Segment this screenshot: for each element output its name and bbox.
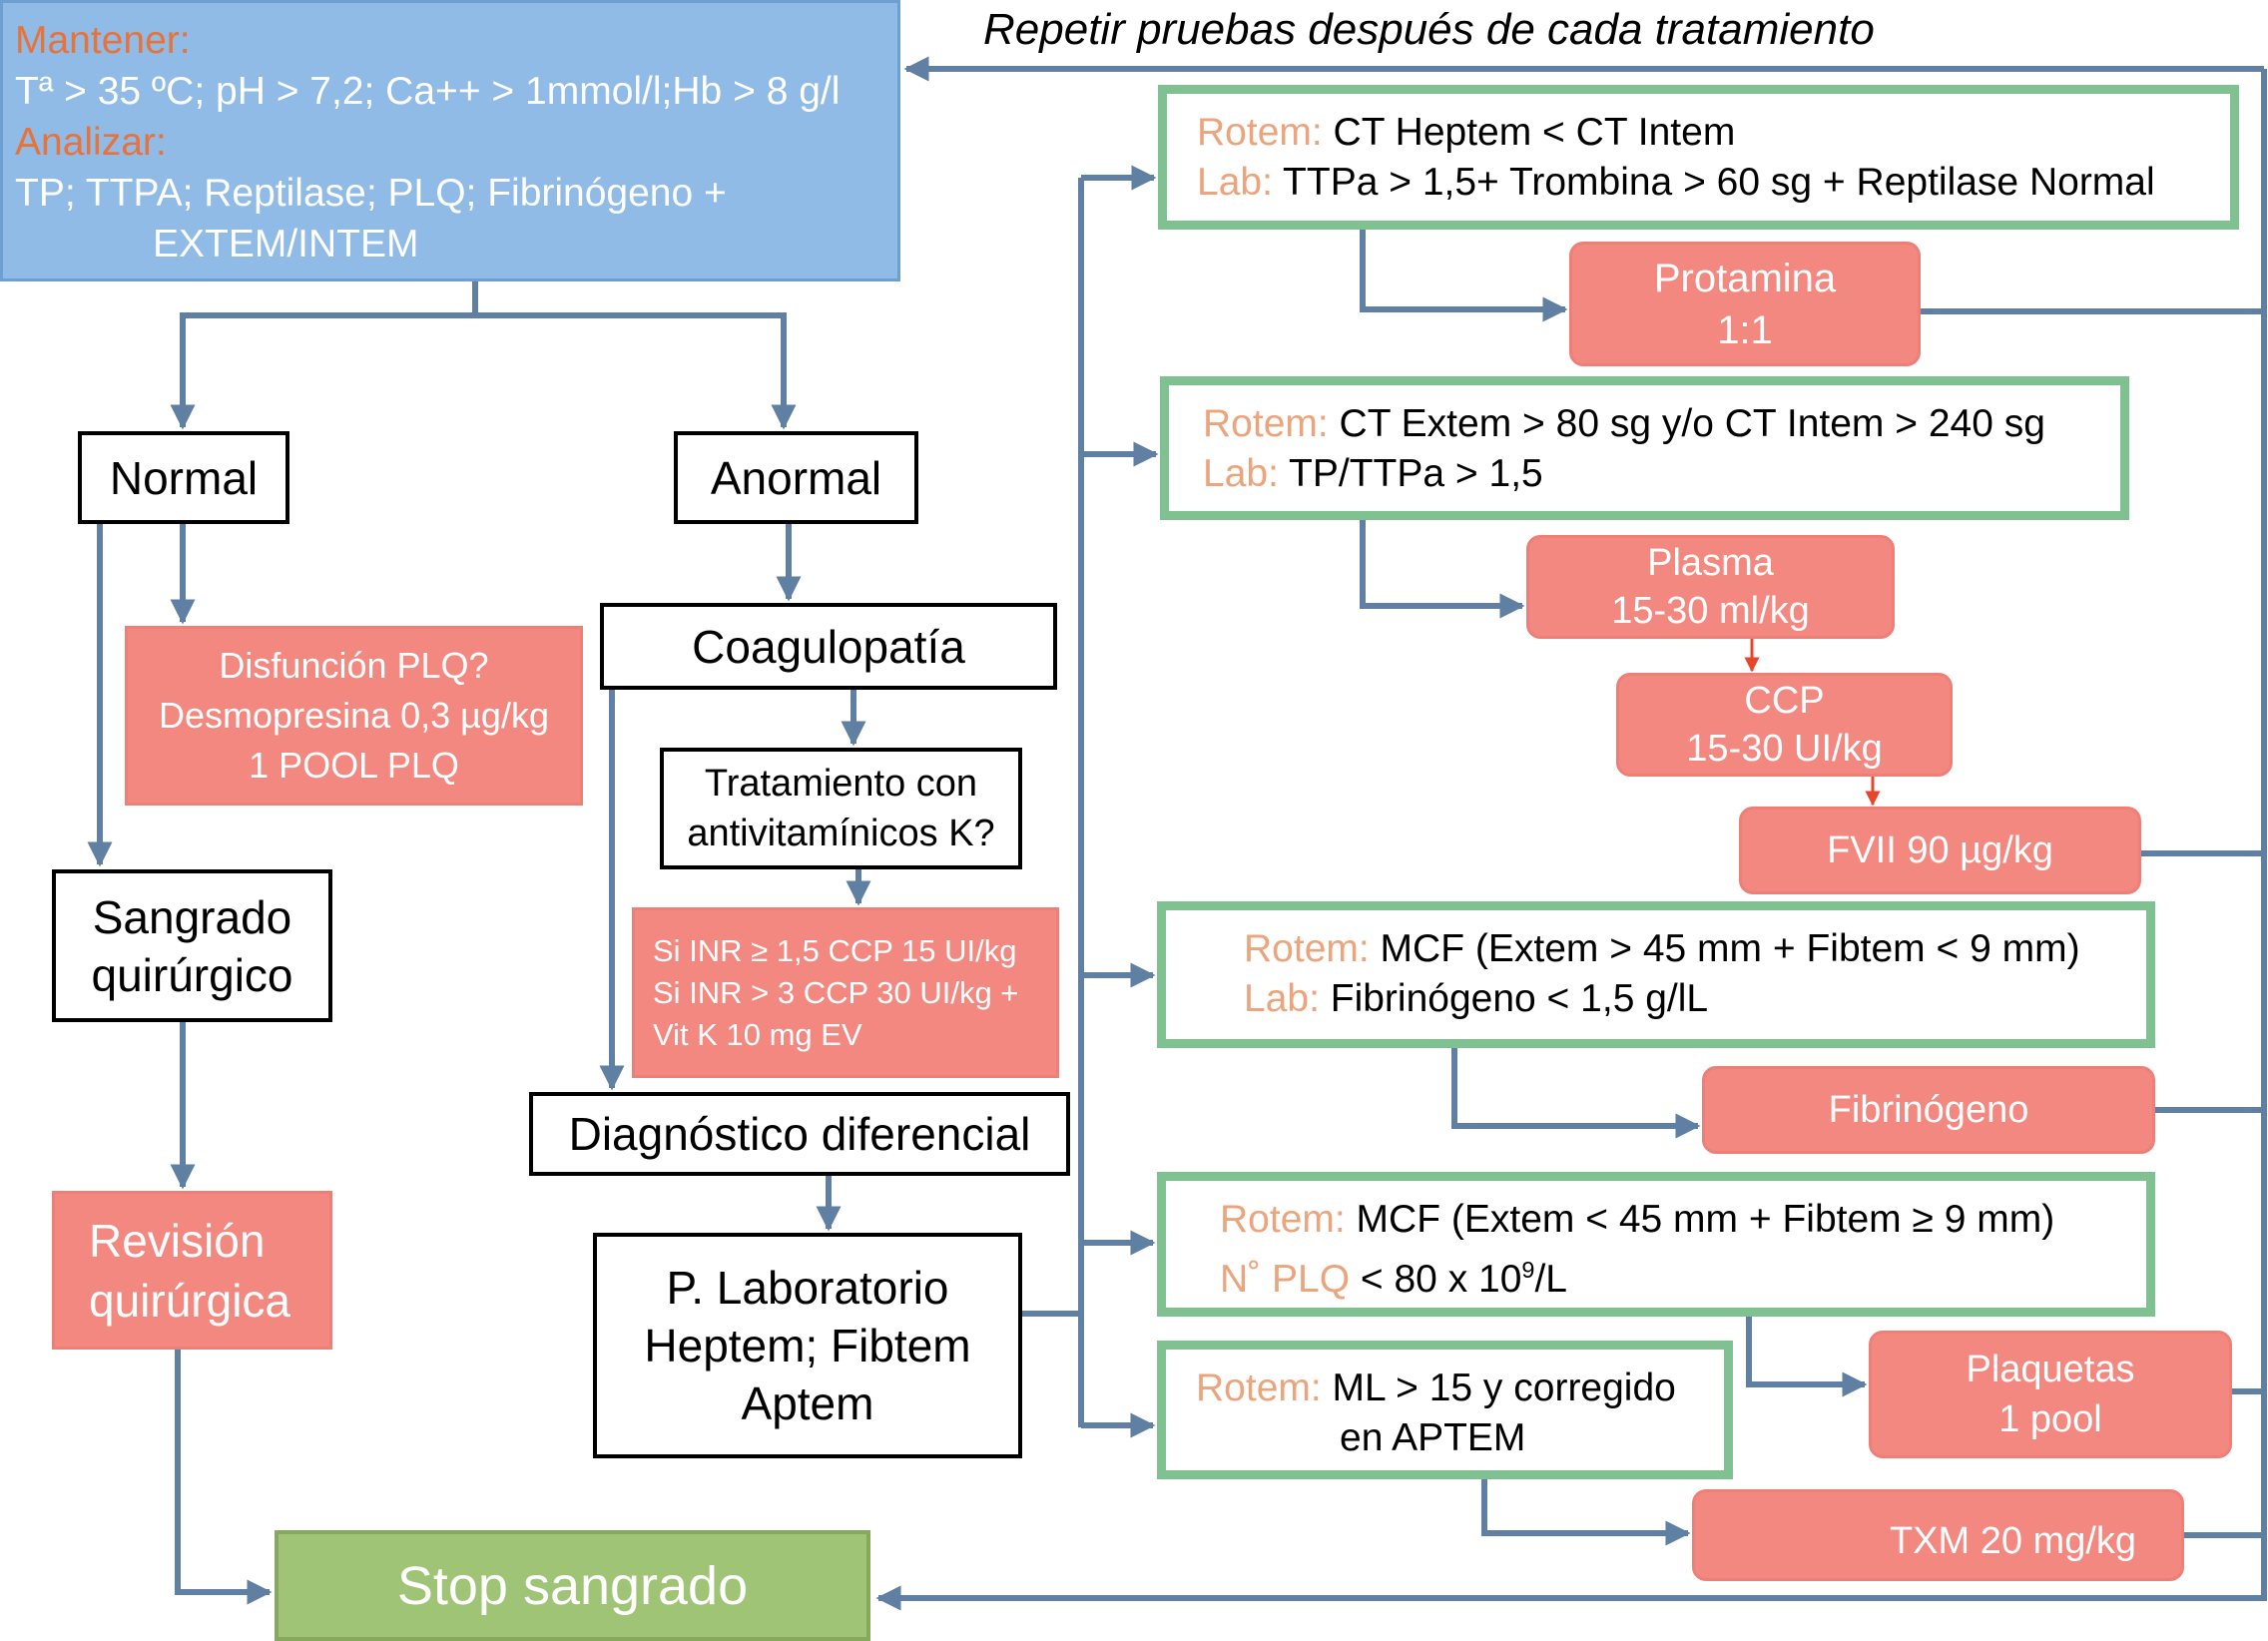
ccp-node: CCP 15-30 UI/kg bbox=[1616, 673, 1953, 777]
criteria-text: /L bbox=[1534, 1258, 1567, 1301]
ccp-line: CCP bbox=[1744, 680, 1825, 722]
lab-tests-line: Heptem; Fibtem bbox=[644, 1320, 971, 1371]
criteria-factor-deficit: Rotem: CT Extem > 80 sg y/o CT Intem > 2… bbox=[1160, 376, 2129, 520]
connector-revision-to-stop bbox=[175, 1350, 273, 1605]
surgical-revision-line: quirúrgica bbox=[89, 1274, 290, 1327]
criteria-exponent: 9 bbox=[1521, 1257, 1535, 1283]
criteria-label: Lab: bbox=[1197, 160, 1273, 204]
inr-treatment-line: Si INR > 3 CCP 30 UI/kg + bbox=[653, 974, 1019, 1010]
criteria-label: Lab: bbox=[1203, 452, 1279, 495]
platelets-node: Plaquetas 1 pool bbox=[1869, 1331, 2232, 1458]
connector-top-split bbox=[170, 281, 478, 430]
stop-bleeding-label: Stop sangrado bbox=[396, 1555, 749, 1616]
platelet-dysfunction-line: 1 POOL PLQ bbox=[249, 745, 459, 786]
abnormal-node: Anormal bbox=[674, 431, 918, 524]
surgical-bleeding-node: Sangrado quirúrgico bbox=[52, 869, 332, 1022]
avk-question-node: Tratamiento con antivitamínicos K? bbox=[660, 748, 1022, 869]
fvii-node: FVII 90 µg/kg bbox=[1739, 807, 2141, 894]
criteria-text: CT Extem > 80 sg y/o CT Intem > 240 sg bbox=[1339, 402, 2045, 445]
connector-c1-to-protamina bbox=[1360, 230, 1568, 322]
criteria-label: Rotem: bbox=[1196, 1367, 1322, 1409]
plasma-line: Plasma bbox=[1647, 542, 1774, 584]
connector-to-anormal bbox=[475, 312, 797, 430]
criteria-label: Rotem: bbox=[1197, 110, 1323, 154]
inr-treatment-line: Vit K 10 mg EV bbox=[653, 1016, 862, 1052]
plasma-line: 15-30 ml/kg bbox=[1611, 590, 1810, 632]
stop-bleeding-node: Stop sangrado bbox=[275, 1530, 870, 1641]
fibrinogen-node: Fibrinógeno bbox=[1702, 1066, 2155, 1154]
platelet-dysfunction-line: Desmopresina 0,3 µg/kg bbox=[159, 695, 549, 736]
criteria-label: Rotem: bbox=[1220, 1198, 1346, 1241]
protamine-line: Protamina bbox=[1653, 256, 1837, 300]
surgical-revision-line: Revisión bbox=[89, 1214, 266, 1267]
platelet-dysfunction-line: Disfunción PLQ? bbox=[219, 645, 489, 686]
connector-lab-trunk bbox=[1022, 178, 1084, 1427]
avk-question-line: antivitamínicos K? bbox=[687, 813, 995, 854]
criteria-text: CT Heptem < CT Intem bbox=[1333, 110, 1736, 154]
normal-node: Normal bbox=[78, 431, 289, 524]
platelets-line: Plaquetas bbox=[1966, 1349, 2135, 1390]
criteria-text: ML > 15 y corregido bbox=[1321, 1367, 1676, 1409]
txm-label: TXM 20 mg/kg bbox=[1889, 1519, 2137, 1562]
criteria-fibrinogen: Rotem: MCF (Extem > 45 mm + Fibtem < 9 m… bbox=[1157, 901, 2155, 1048]
coagulopathy-label: Coagulopatía bbox=[692, 620, 965, 673]
criteria-label: Rotem: bbox=[1244, 927, 1370, 970]
surgical-revision-node: Revisión quirúrgica bbox=[52, 1191, 332, 1350]
criteria-text: en APTEM bbox=[1340, 1416, 1526, 1459]
lab-tests-line: Aptem bbox=[741, 1377, 874, 1429]
coagulopathy-node: Coagulopatía bbox=[600, 603, 1057, 690]
platelet-dysfunction-node: Disfunción PLQ? Desmopresina 0,3 µg/kg 1… bbox=[125, 626, 583, 806]
ccp-line: 15-30 UI/kg bbox=[1686, 728, 1883, 770]
criteria-text: Fibrinógeno < 1,5 g/lL bbox=[1330, 977, 1709, 1020]
criteria-fibrinolysis: Rotem: ML > 15 y corregido en APTEM bbox=[1157, 1341, 1733, 1479]
criteria-platelets: Rotem: MCF (Extem < 45 mm + Fibtem ≥ 9 m… bbox=[1157, 1172, 2155, 1317]
criteria-text: MCF (Extem > 45 mm + Fibtem < 9 mm) bbox=[1380, 927, 2080, 970]
protamine-line: 1:1 bbox=[1717, 307, 1773, 352]
abnormal-label: Anormal bbox=[710, 451, 882, 504]
criteria-label: Rotem: bbox=[1203, 402, 1329, 445]
maintain-text: Tª > 35 ºC; pH > 7,2; Ca++ > 1mmol/l;Hb … bbox=[15, 70, 841, 113]
fibrinogen-label: Fibrinógeno bbox=[1828, 1088, 2029, 1131]
connector-c3-to-fibrinogeno bbox=[1451, 1048, 1701, 1139]
inr-treatment-node: Si INR ≥ 1,5 CCP 15 UI/kg Si INR > 3 CCP… bbox=[632, 907, 1059, 1078]
txm-node: TXM 20 mg/kg bbox=[1692, 1489, 2184, 1581]
lab-tests-line: P. Laboratorio bbox=[666, 1262, 949, 1314]
plasma-node: Plasma 15-30 ml/kg bbox=[1526, 535, 1895, 639]
criteria-heparin: Rotem: CT Heptem < CT Intem Lab: TTPa > … bbox=[1158, 85, 2239, 230]
avk-question-line: Tratamiento con bbox=[704, 763, 978, 805]
surgical-bleeding-line: quirúrgico bbox=[91, 948, 293, 1001]
connector-return-loop bbox=[875, 69, 2267, 1611]
criteria-text: TTPa > 1,5+ Trombina > 60 sg + Reptilase… bbox=[1283, 160, 2155, 204]
inr-treatment-line: Si INR ≥ 1,5 CCP 15 UI/kg bbox=[653, 932, 1017, 968]
lab-tests-node: P. Laboratorio Heptem; Fibtem Aptem bbox=[593, 1233, 1022, 1458]
differential-diagnosis-node: Diagnóstico diferencial bbox=[529, 1092, 1070, 1176]
criteria-text: TP/TTPa > 1,5 bbox=[1289, 452, 1543, 495]
connector-c2-to-plasma bbox=[1360, 520, 1525, 619]
loop-caption: Repetir pruebas después de cada tratamie… bbox=[983, 5, 1875, 54]
criteria-text: MCF (Extem < 45 mm + Fibtem ≥ 9 mm) bbox=[1356, 1198, 2055, 1241]
maintain-label: Mantener: bbox=[15, 19, 191, 62]
analyze-text-1: TP; TTPA; Reptilase; PLQ; Fibrinógeno + bbox=[15, 172, 727, 215]
fvii-label: FVII 90 µg/kg bbox=[1827, 828, 2053, 871]
analyze-label: Analizar: bbox=[15, 121, 167, 164]
connector-c4-to-plaquetas bbox=[1746, 1317, 1868, 1397]
protamine-node: Protamina 1:1 bbox=[1569, 242, 1921, 366]
criteria-text: < 80 x 10 bbox=[1350, 1258, 1522, 1301]
connector-c5-to-txm bbox=[1481, 1479, 1691, 1546]
normal-label: Normal bbox=[109, 451, 259, 504]
surgical-bleeding-line: Sangrado bbox=[92, 890, 292, 943]
criteria-label: Lab: bbox=[1244, 977, 1320, 1020]
criteria-label: N˚ PLQ bbox=[1220, 1258, 1351, 1301]
analyze-text-2: EXTEM/INTEM bbox=[153, 223, 419, 266]
differential-diagnosis-label: Diagnóstico diferencial bbox=[568, 1108, 1031, 1160]
initial-assessment-box: Mantener: Tª > 35 ºC; pH > 7,2; Ca++ > 1… bbox=[0, 0, 900, 281]
platelets-line: 1 pool bbox=[1998, 1398, 2102, 1440]
